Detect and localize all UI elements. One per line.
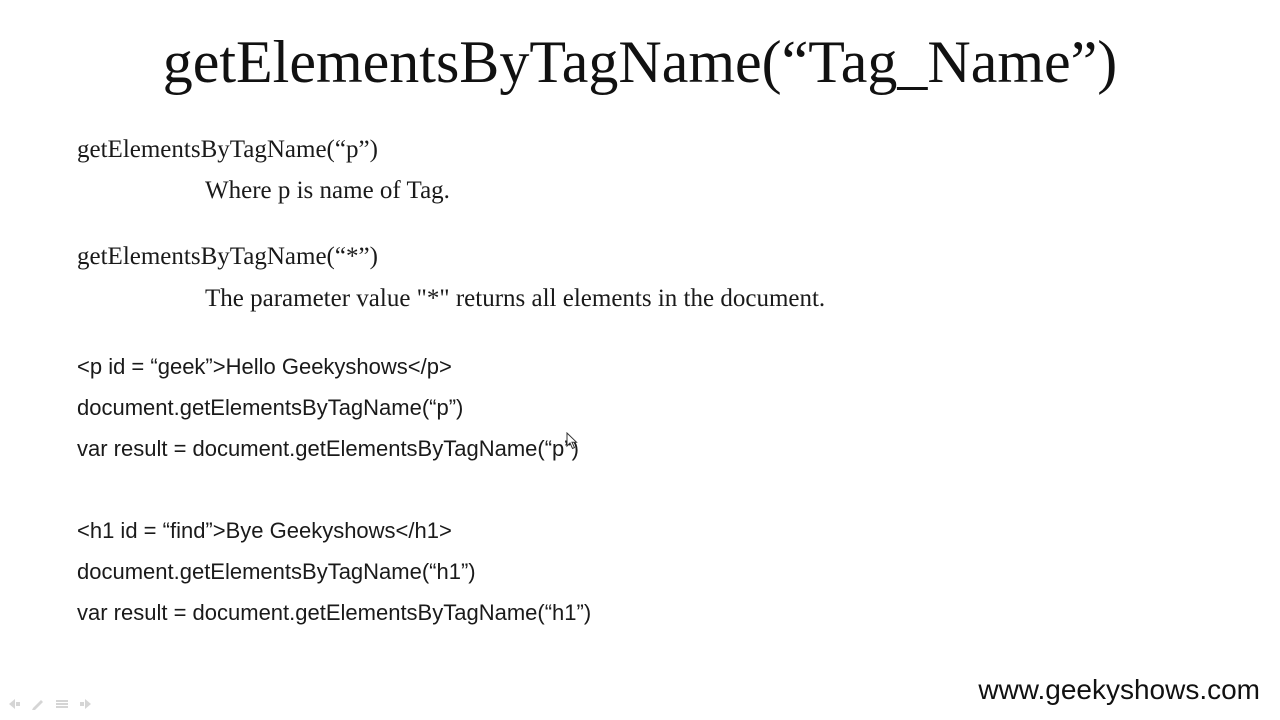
slideshow-controls [6,696,94,712]
slide-title: getElementsByTagName(“Tag_Name”) [162,29,1118,95]
example2-assign-line: var result = document.getElementsByTagNa… [77,600,592,625]
description-p: Where p is name of Tag. [205,177,450,204]
syntax-p: getElementsByTagName(“p”) [77,136,378,163]
description-wildcard: The parameter value "*" returns all elem… [205,285,826,312]
example1-html-line: <p id = “geek”>Hello Geekyshows</p> [77,354,452,379]
syntax-wildcard: getElementsByTagName(“*”) [77,243,378,270]
pen-icon[interactable] [30,697,46,711]
menu-icon[interactable] [54,697,70,711]
mouse-pointer-icon [566,431,578,450]
example1-call-line: document.getElementsByTagName(“p”) [77,395,464,420]
previous-slide-icon[interactable] [6,697,22,711]
example2-html-line: <h1 id = “find”>Bye Geekyshows</h1> [77,518,452,543]
example2-call-line: document.getElementsByTagName(“h1”) [77,559,476,584]
example1-assign-line: var result = document.getElementsByTagNa… [77,436,579,461]
next-slide-icon[interactable] [78,697,94,711]
footer-website: www.geekyshows.com [978,674,1260,705]
